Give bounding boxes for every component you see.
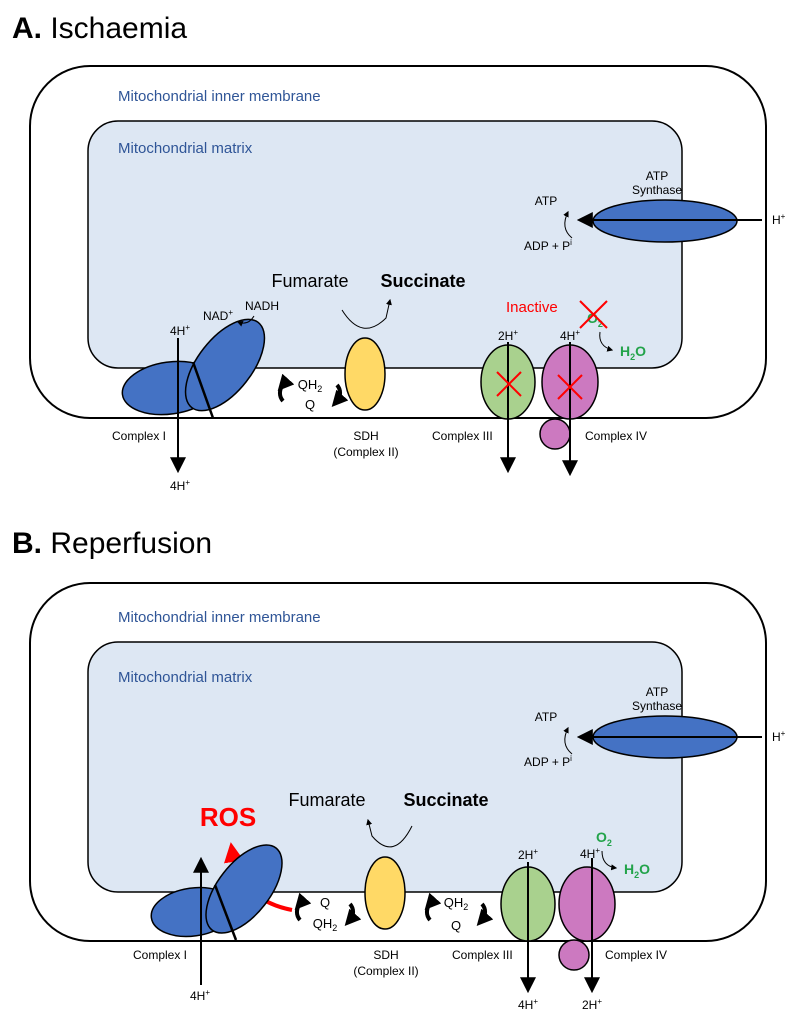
complex-iii-proton-top: 2H+ bbox=[498, 328, 518, 343]
complex-ii-label-b: (Complex II) bbox=[353, 964, 418, 978]
complex-iv-label: Complex IV bbox=[585, 429, 647, 443]
adp-pi-label: ADP + Pi bbox=[524, 238, 572, 253]
h-plus-label-b: H+ bbox=[772, 729, 786, 744]
o2-to-h2o-arrow bbox=[599, 331, 614, 352]
nad-label: NAD+ bbox=[203, 308, 233, 323]
complex-iv-proton-top: 4H+ bbox=[560, 328, 580, 343]
ros-label: ROS bbox=[200, 802, 256, 832]
inner-membrane-label-b: Mitochondrial inner membrane bbox=[118, 609, 321, 626]
qcycle-right-arrow bbox=[331, 383, 349, 407]
nadh-label: NADH bbox=[245, 299, 279, 313]
fumarate-to-succinate-arrow bbox=[341, 298, 392, 329]
h2o-label-b: H2O bbox=[624, 861, 650, 880]
complex-i-label: Complex I bbox=[112, 429, 166, 443]
q-label: Q bbox=[305, 397, 315, 412]
panel-a: A. Ischaemia Mitochondrial inner membran… bbox=[12, 12, 786, 493]
complex-iv-label-b: Complex IV bbox=[605, 948, 667, 962]
panel-b-title: B. Reperfusion bbox=[12, 527, 212, 560]
complex-iii-proton-top-b: 2H+ bbox=[518, 847, 538, 862]
complex-i-proton-bottom-b: 4H+ bbox=[190, 988, 210, 1003]
complex-iv-subunit-b bbox=[558, 939, 590, 971]
complex-iv-subunit bbox=[539, 418, 571, 450]
complex-iii-label-b: Complex III bbox=[452, 948, 513, 962]
atp-label: ATP bbox=[535, 194, 557, 208]
complex-iv-proton-top-b: 4H+ bbox=[580, 846, 600, 861]
sdh-label-b: SDH bbox=[373, 948, 398, 962]
fumarate-label: Fumarate bbox=[271, 271, 348, 291]
qh2-label-b-left: QH2 bbox=[313, 916, 338, 933]
fumarate-label-b: Fumarate bbox=[288, 790, 365, 810]
atp-synthase-label-2: Synthase bbox=[632, 183, 682, 197]
panel-a-title: A. Ischaemia bbox=[12, 12, 187, 45]
qcycle-right-arrow-b2 bbox=[476, 902, 494, 926]
qh2-label: QH2 bbox=[298, 377, 323, 394]
o2-label-b: O2 bbox=[596, 829, 612, 848]
sdh-complex-ii-b bbox=[364, 856, 406, 930]
complex-i-label-b: Complex I bbox=[133, 948, 187, 962]
complex-iv-proton-bottom-b: 2H+ bbox=[582, 997, 602, 1012]
qcycle-left-arrow-b1 bbox=[294, 892, 312, 922]
complex-i bbox=[121, 318, 266, 419]
o2-to-h2o-arrow-b bbox=[601, 850, 618, 871]
complex-i-proton-bottom: 4H+ bbox=[170, 478, 190, 493]
matrix-label: Mitochondrial matrix bbox=[118, 140, 253, 157]
h2o-label: H2O bbox=[620, 343, 646, 362]
complex-iii-label: Complex III bbox=[432, 429, 493, 443]
sdh-label: SDH bbox=[353, 429, 378, 443]
adp-to-atp-arrow bbox=[563, 210, 573, 239]
succinate-to-fumarate-arrow bbox=[366, 818, 413, 848]
succinate-label: Succinate bbox=[380, 271, 465, 291]
complex-iv-b bbox=[558, 866, 616, 942]
qh2-label-b-right: QH2 bbox=[444, 895, 469, 912]
adp-to-atp-arrow-b bbox=[563, 726, 573, 755]
nadh-to-nad-arrow bbox=[236, 315, 255, 327]
atp-label-b: ATP bbox=[535, 710, 557, 724]
atp-synthase-label-b-2: Synthase bbox=[632, 699, 682, 713]
inactive-label: Inactive bbox=[506, 299, 558, 316]
inner-membrane-label: Mitochondrial inner membrane bbox=[118, 88, 321, 105]
panel-b: B. Reperfusion Mitochondrial inner membr… bbox=[12, 527, 786, 1012]
h-plus-label: H+ bbox=[772, 212, 786, 227]
atp-synthase-label: ATP bbox=[646, 169, 668, 183]
complex-iii-proton-bottom-b: 4H+ bbox=[518, 997, 538, 1012]
atp-synthase-label-b: ATP bbox=[646, 685, 668, 699]
succinate-label-b: Succinate bbox=[403, 790, 488, 810]
qcycle-left-arrow-b2 bbox=[424, 892, 442, 922]
complex-i-b bbox=[150, 844, 283, 941]
qcycle-right-arrow-b1 bbox=[344, 902, 362, 926]
complex-i-proton-top: 4H+ bbox=[170, 323, 190, 338]
sdh-complex-ii bbox=[344, 337, 386, 411]
matrix-label-b: Mitochondrial matrix bbox=[118, 669, 253, 686]
qcycle-left-arrow bbox=[277, 373, 295, 403]
complex-ii-label: (Complex II) bbox=[333, 445, 398, 459]
o2-label: O2 bbox=[587, 310, 603, 329]
q-label-b-right: Q bbox=[451, 918, 461, 933]
q-label-b-left: Q bbox=[320, 895, 330, 910]
adp-pi-label-b: ADP + Pi bbox=[524, 754, 572, 769]
